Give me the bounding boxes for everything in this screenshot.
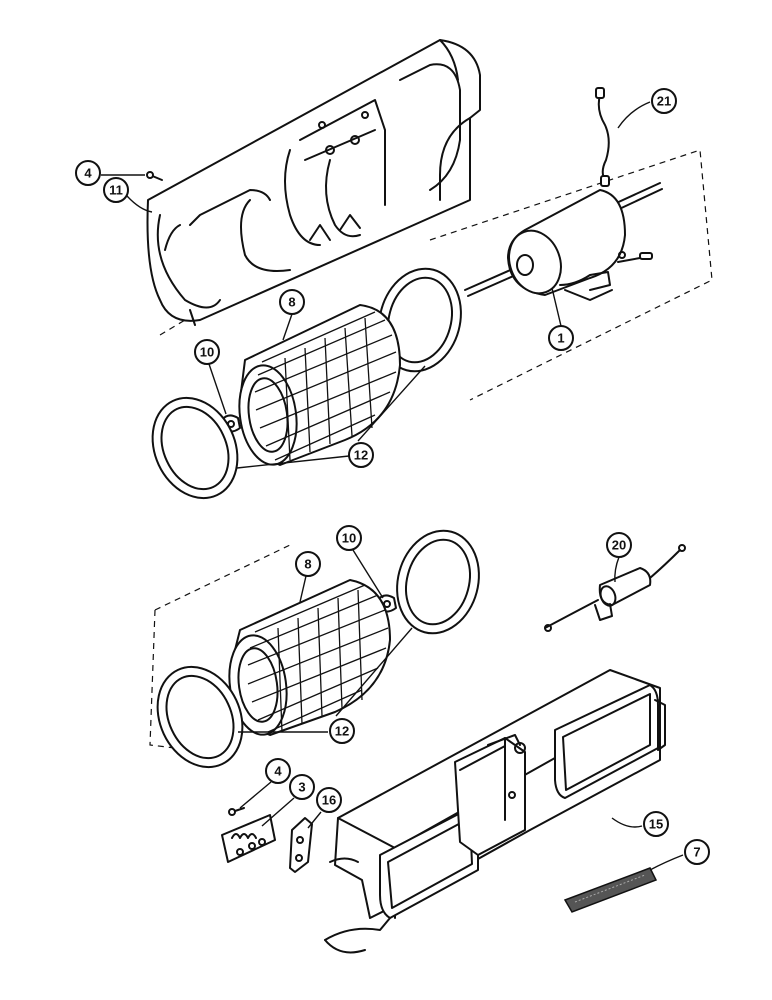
ring-lower-left: [156, 665, 244, 769]
callout-label-4-lower: 4: [274, 764, 282, 779]
callout-11: 11: [103, 177, 129, 203]
callout-label-4-upper: 4: [84, 166, 92, 181]
callout-label-10-lower: 10: [342, 531, 356, 546]
leader-lines: [101, 101, 684, 871]
upper-housing-half: [146, 39, 481, 326]
ring-lower-right: [396, 529, 480, 635]
callout-label-3: 3: [298, 780, 305, 795]
callout-4-lower: 4: [265, 758, 291, 784]
callout-label-8-lower: 8: [304, 557, 311, 572]
callout-12-lower: 12: [329, 718, 355, 744]
callout-label-12-lower: 12: [335, 724, 349, 739]
callout-15: 15: [643, 811, 669, 837]
retainer-clip-16: [289, 817, 313, 873]
wire-harness-21: [595, 87, 610, 187]
callout-7: 7: [684, 839, 710, 865]
callout-8-upper: 8: [279, 289, 305, 315]
callout-3: 3: [289, 774, 315, 800]
callout-label-16: 16: [322, 793, 336, 808]
callout-12-upper: 12: [348, 442, 374, 468]
resistor-harness-20: [544, 544, 686, 632]
callout-label-12-upper: 12: [354, 448, 368, 463]
group-outline-lower: [149, 544, 291, 749]
callout-label-21: 21: [657, 94, 671, 109]
filter-pad-7: [563, 867, 658, 913]
callout-1: 1: [548, 325, 574, 351]
blower-wheel-upper: [238, 304, 401, 466]
callout-4-upper: 4: [75, 160, 101, 186]
callout-16: 16: [316, 787, 342, 813]
blower-wheel-lower: [228, 579, 391, 736]
callout-21: 21: [651, 88, 677, 114]
callout-10-lower: 10: [336, 525, 362, 551]
callout-label-20: 20: [612, 538, 626, 553]
callout-label-1: 1: [557, 331, 564, 346]
callout-8-lower: 8: [295, 551, 321, 577]
callout-10-upper: 10: [194, 339, 220, 365]
blower-motor: [464, 182, 663, 301]
callout-label-15: 15: [649, 817, 663, 832]
callout-label-10-upper: 10: [200, 345, 214, 360]
lower-housing-assembly: [324, 669, 666, 954]
screw-upper: [146, 171, 163, 181]
ring-upper-right: [378, 267, 462, 373]
callout-label-7: 7: [693, 845, 700, 860]
resistor-board-3: [221, 814, 276, 863]
ring-upper-left: [151, 396, 239, 500]
screw-lower: [228, 807, 245, 816]
callout-label-8-upper: 8: [288, 295, 295, 310]
callout-label-11: 11: [109, 183, 123, 198]
callout-20: 20: [606, 532, 632, 558]
